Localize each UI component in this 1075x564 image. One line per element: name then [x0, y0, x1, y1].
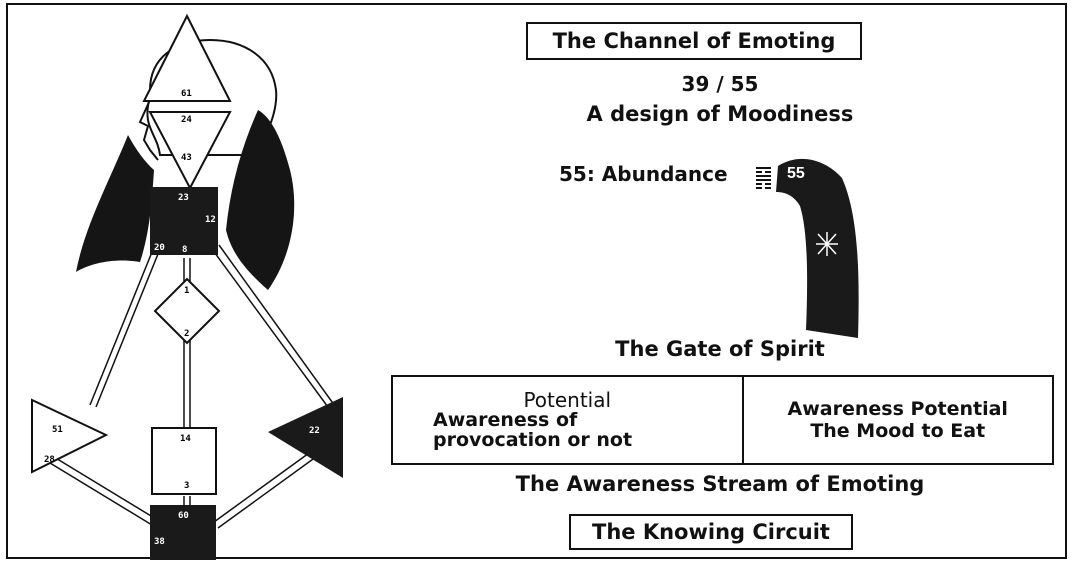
gate-number: 22 [309, 426, 320, 436]
solar-plexus-center [268, 397, 343, 478]
gate-number: 8 [182, 245, 187, 255]
gate-number: 38 [154, 537, 165, 547]
channels [49, 124, 341, 529]
gate-number: 12 [205, 215, 216, 225]
channel-title: The Channel of Emoting [526, 22, 862, 60]
awareness-left-cell: Potential Awareness of provocation or no… [393, 377, 744, 463]
hair-left [76, 135, 154, 272]
design-text: A design of Moodiness [586, 102, 854, 126]
throat-center [150, 187, 218, 255]
spleen-center [31, 398, 109, 474]
hair-right [226, 110, 295, 290]
gate-name: The Gate of Spirit [615, 337, 825, 361]
ajna-center [148, 111, 232, 191]
root-center [150, 505, 216, 560]
gate-numbers: 61 24 43 23 12 20 8 1 2 14 3 51 28 22 60… [44, 89, 320, 547]
gate-number: 1 [184, 286, 189, 296]
hexagram-55-icon [756, 167, 771, 189]
channel-segment [776, 158, 859, 338]
awareness-right-line: The Mood to Eat [810, 420, 986, 442]
stream-label: The Awareness Stream of Emoting [515, 472, 925, 496]
head-center [142, 13, 232, 102]
gate-number: 61 [181, 89, 192, 99]
gate-number: 28 [44, 455, 55, 465]
awareness-left-line: Potential [523, 388, 612, 412]
gate-number: 60 [178, 511, 189, 521]
gate-number: 51 [52, 425, 63, 435]
gate-number: 20 [154, 243, 165, 253]
gate-number: 3 [184, 481, 189, 491]
channel-badge: 55 [787, 165, 805, 182]
g-center [153, 277, 221, 345]
face-profile [138, 99, 159, 161]
gate-number: 24 [181, 115, 192, 125]
awareness-left-line: provocation or not [433, 429, 633, 451]
gate-label: 55: Abundance [559, 162, 728, 186]
diagram-frame [6, 3, 1067, 559]
emoting-symbol-icon [816, 232, 838, 256]
awareness-left-line: Awareness of [433, 409, 578, 431]
awareness-right-cell: Awareness Potential The Mood to Eat [744, 377, 1053, 463]
gates-pair: 39 / 55 [681, 72, 759, 96]
gate-number: 14 [180, 434, 191, 444]
circuit-label: The Knowing Circuit [569, 514, 853, 550]
gate-number: 2 [184, 329, 189, 339]
awareness-right-line: Awareness Potential [787, 398, 1008, 420]
awareness-table: Potential Awareness of provocation or no… [391, 375, 1054, 465]
gate-number: 23 [178, 193, 189, 203]
sacral-center [151, 427, 217, 495]
gate-number: 43 [181, 153, 192, 163]
